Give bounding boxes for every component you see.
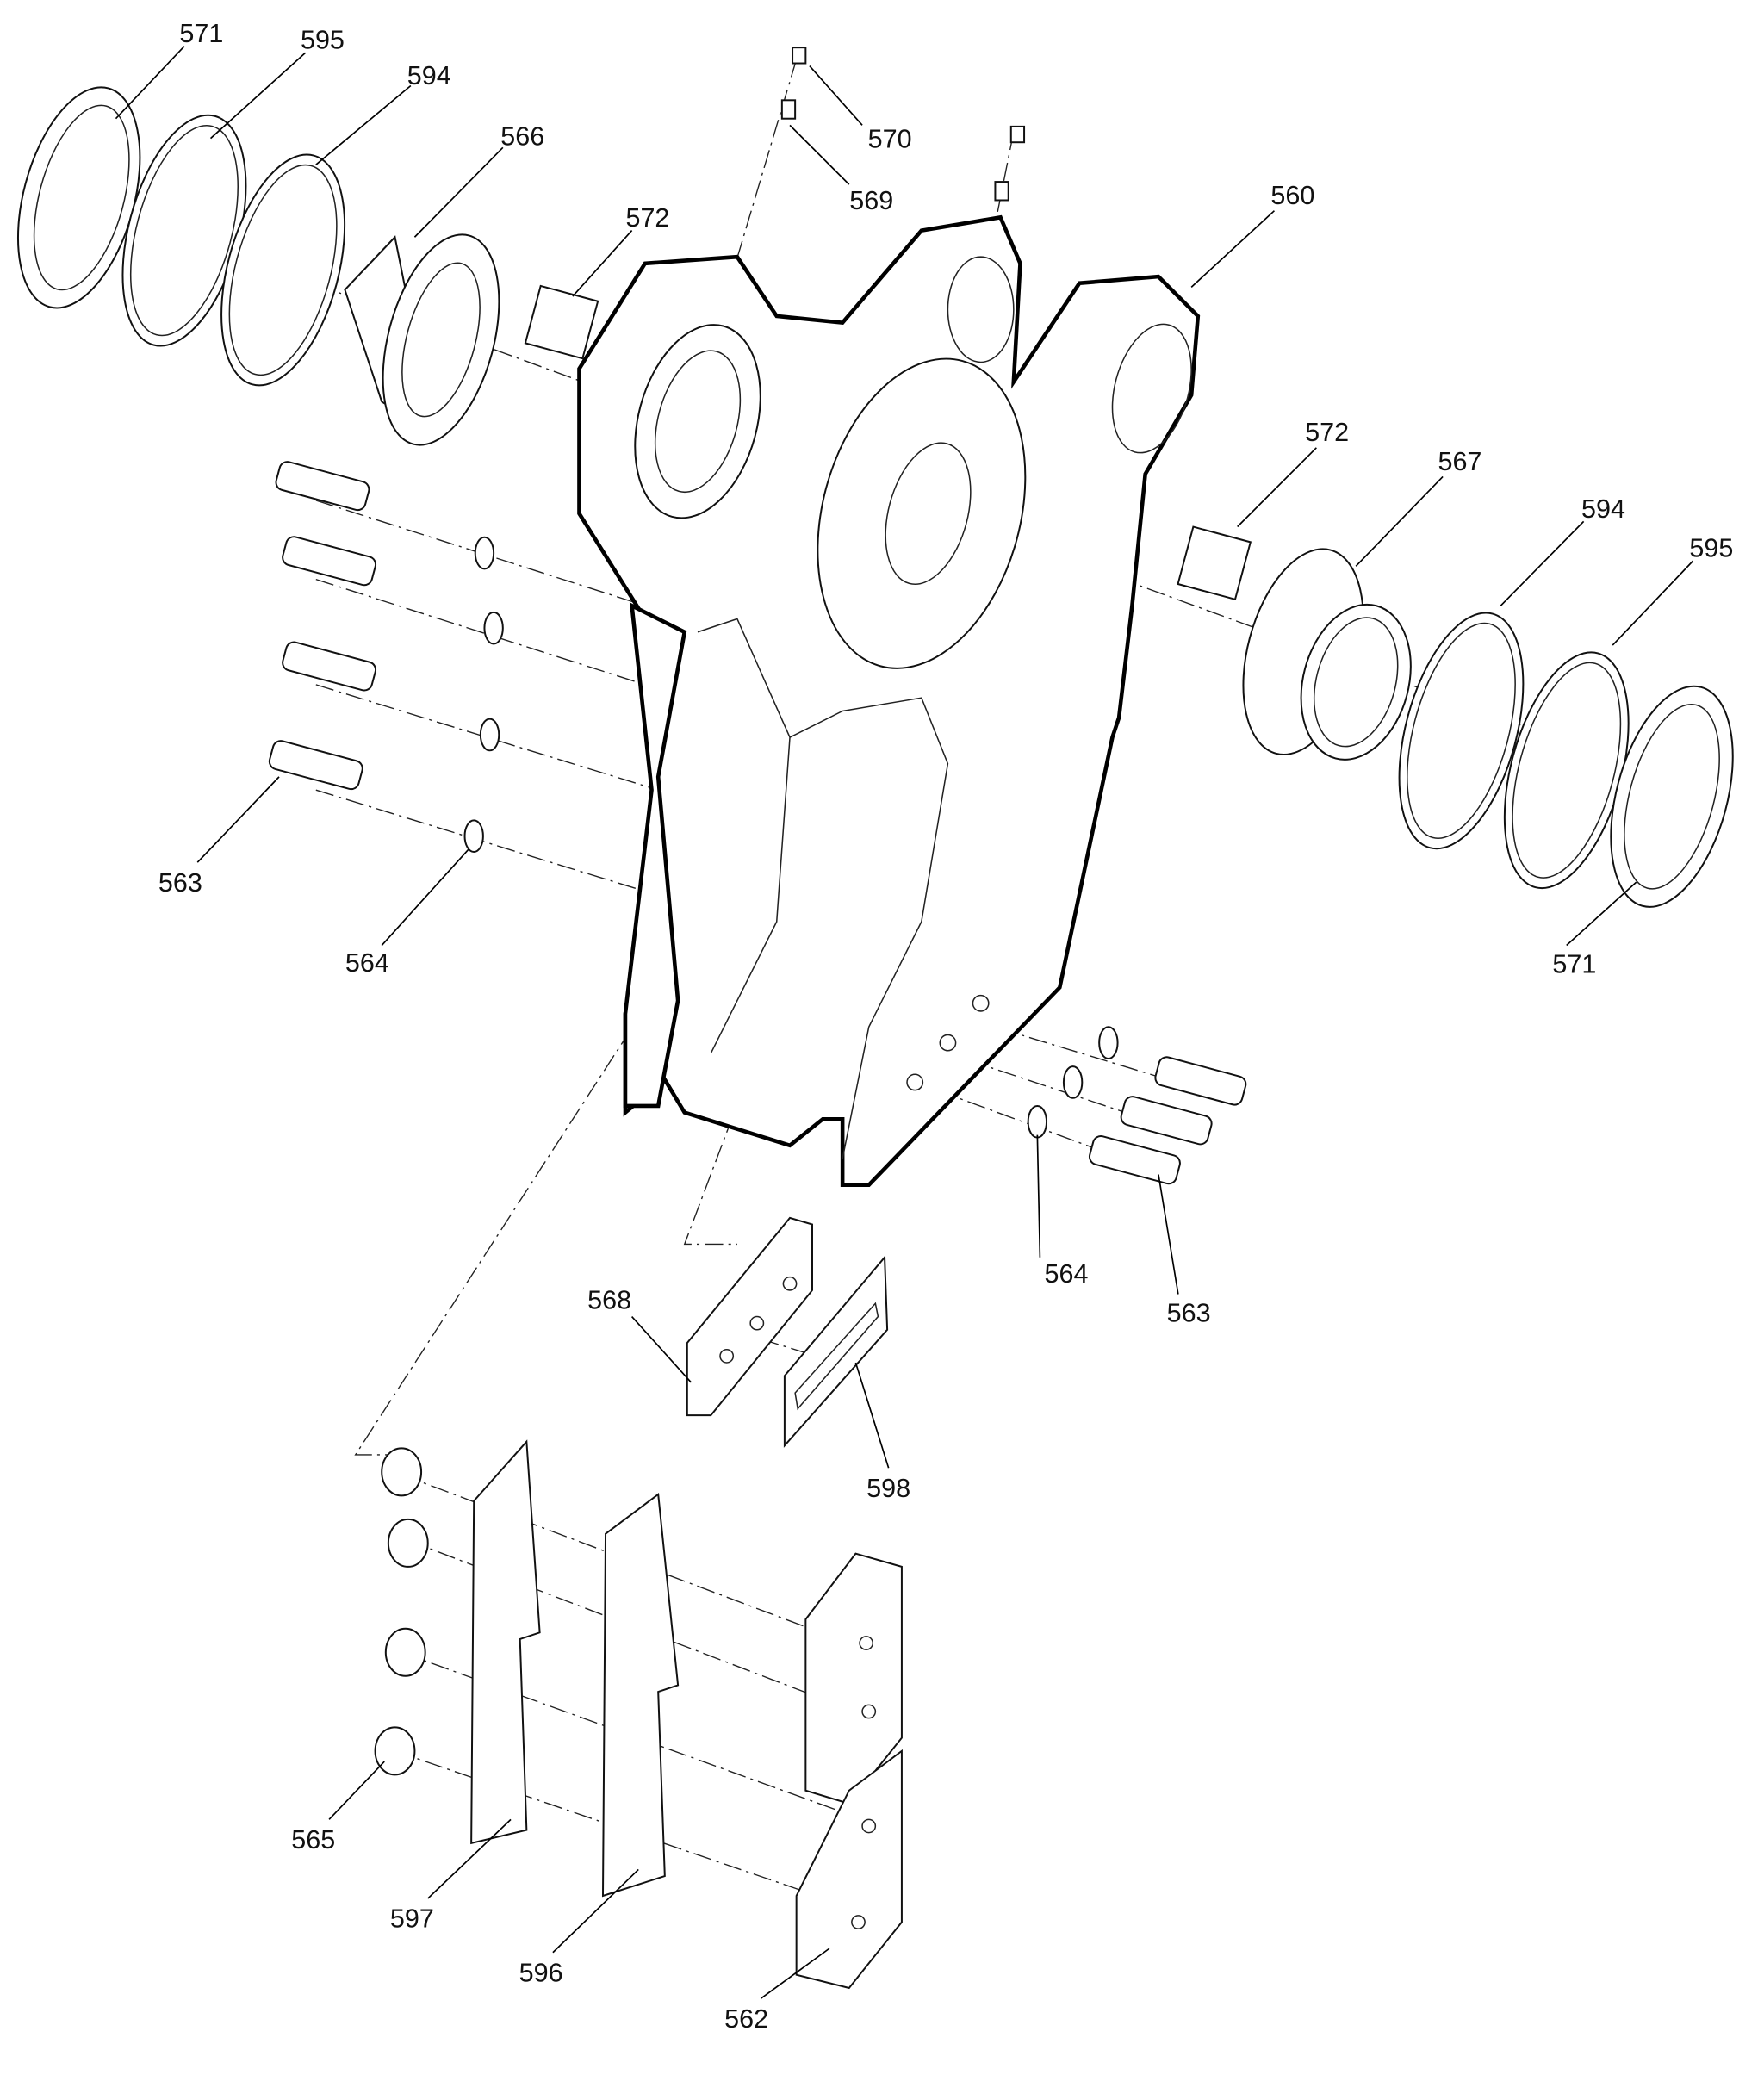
callout-568: 568 [587, 1285, 631, 1314]
callout-563: 563 [1167, 1299, 1211, 1328]
left-bearing-stack [16, 86, 599, 446]
callout-563: 563 [158, 868, 202, 898]
wear-blocks-562 [795, 1552, 903, 1990]
seal-571-right [1610, 685, 1734, 908]
callout-594: 594 [1581, 494, 1625, 524]
callout-564: 564 [345, 948, 389, 978]
callout-569: 569 [849, 186, 893, 215]
shims-597-596 [470, 1439, 680, 1898]
right-bearing-stack [1177, 525, 1734, 908]
callout-572: 572 [1305, 418, 1349, 447]
pad-572-left [524, 284, 599, 360]
shim-594-left [220, 153, 346, 387]
callout-564: 564 [1044, 1259, 1088, 1289]
lower-spacers-565 [374, 1447, 429, 1776]
callout-571: 571 [1552, 950, 1596, 979]
bolts-left [268, 461, 504, 853]
callout-595: 595 [301, 26, 345, 55]
shim-594-right [1398, 612, 1525, 850]
pad-572-right [1177, 525, 1252, 601]
leader-lines [115, 46, 1694, 1999]
callout-566: 566 [500, 121, 544, 151]
bolts-right [1027, 1026, 1247, 1185]
callout-597: 597 [390, 1904, 434, 1934]
housing-560 [577, 214, 1201, 1187]
callout-596: 596 [519, 1958, 563, 1987]
callout-594: 594 [407, 61, 451, 90]
grease-fittings [780, 47, 1026, 202]
callout-572: 572 [625, 203, 669, 233]
callout-labels: 571 595 594 566 572 570 569 560 572 567 … [158, 19, 1733, 2034]
callout-571: 571 [179, 19, 223, 48]
callout-595: 595 [1689, 534, 1733, 563]
callout-570: 570 [868, 124, 912, 153]
callout-567: 567 [1438, 447, 1481, 476]
wear-plate-568-and-shim-598 [686, 1216, 889, 1448]
callout-562: 562 [724, 2004, 768, 2034]
callout-565: 565 [291, 1825, 335, 1854]
callout-598: 598 [866, 1474, 910, 1503]
callout-560: 560 [1270, 181, 1314, 210]
